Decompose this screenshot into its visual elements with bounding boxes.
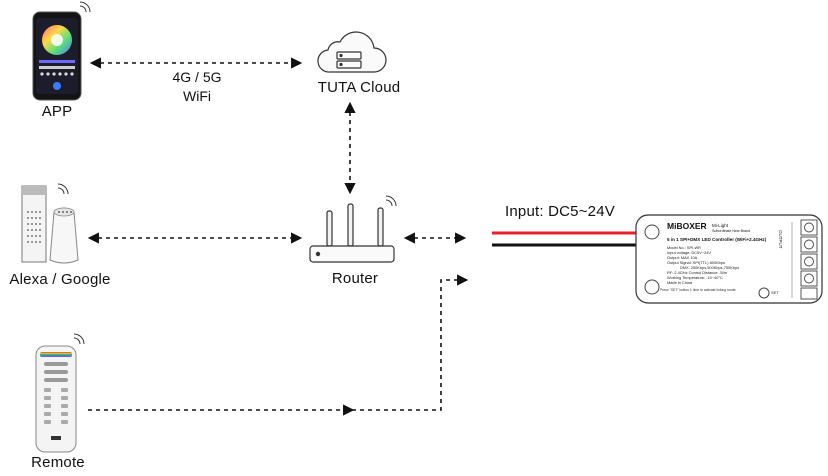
link-app-cloud-label: 4G / 5G WiFi: [172, 68, 221, 106]
set-button: [758, 287, 770, 299]
spec-line: Output: MAX 10A: [667, 255, 698, 260]
link-remote-controller: [88, 274, 469, 416]
cloud-label: TUTA Cloud: [317, 79, 401, 96]
phone-icon: [32, 1, 91, 101]
output-label: OUTPUT: [778, 230, 783, 249]
remote-icon: [35, 333, 85, 453]
smart-speaker-icon: [21, 183, 79, 264]
mount-hole-top: [644, 224, 660, 240]
controller-specs: Model No.: SPI-WR Input voltage: DC5V~24…: [667, 245, 739, 285]
controller-title: 5 in 1 SPI+DMX LED Controller (WiFi+2.4G…: [667, 237, 767, 242]
power-input-label: Input: DC5~24V: [505, 203, 615, 220]
mount-hole-bottom: [644, 279, 660, 295]
spec-line: Made in China: [667, 280, 693, 285]
remote-label: Remote: [31, 454, 85, 471]
link-network-label: 4G / 5G: [172, 69, 222, 85]
output-terminals: [800, 219, 818, 300]
controller-subbrand: Mi-Light: [712, 223, 729, 228]
router-label: Router: [331, 270, 379, 287]
set-label: SET: [771, 290, 779, 295]
power-wires: [492, 231, 646, 247]
spec-line: Model No.: SPI-WR: [667, 245, 701, 250]
router-icon: [309, 195, 397, 263]
alexa-google-label: Alexa / Google: [9, 271, 111, 288]
spec-line: Output Signal: SPI(TTL) 800Kbps: [667, 260, 725, 265]
cloud-icon: [317, 31, 387, 73]
spec-line: Working Temperature: -10~40°C: [667, 275, 723, 280]
controller-note: Press "SET" button 1 time to activate li…: [660, 288, 737, 292]
controller-tagline: Subordinate New Brand: [712, 229, 750, 233]
controller-brand: MiBOXER: [667, 221, 707, 231]
app-label: APP: [41, 103, 73, 120]
spec-line: RF: 2.4GHz Control Distance: 30m: [667, 270, 727, 275]
led-controller: MiBOXER Mi-Light Subordinate New Brand 5…: [635, 214, 823, 304]
spec-line: DMX: 250Kbps,500Kbps,750Kbps: [680, 265, 739, 270]
spec-line: Input voltage: DC5V~24V: [667, 250, 711, 255]
link-wifi-label: WiFi: [183, 88, 211, 104]
